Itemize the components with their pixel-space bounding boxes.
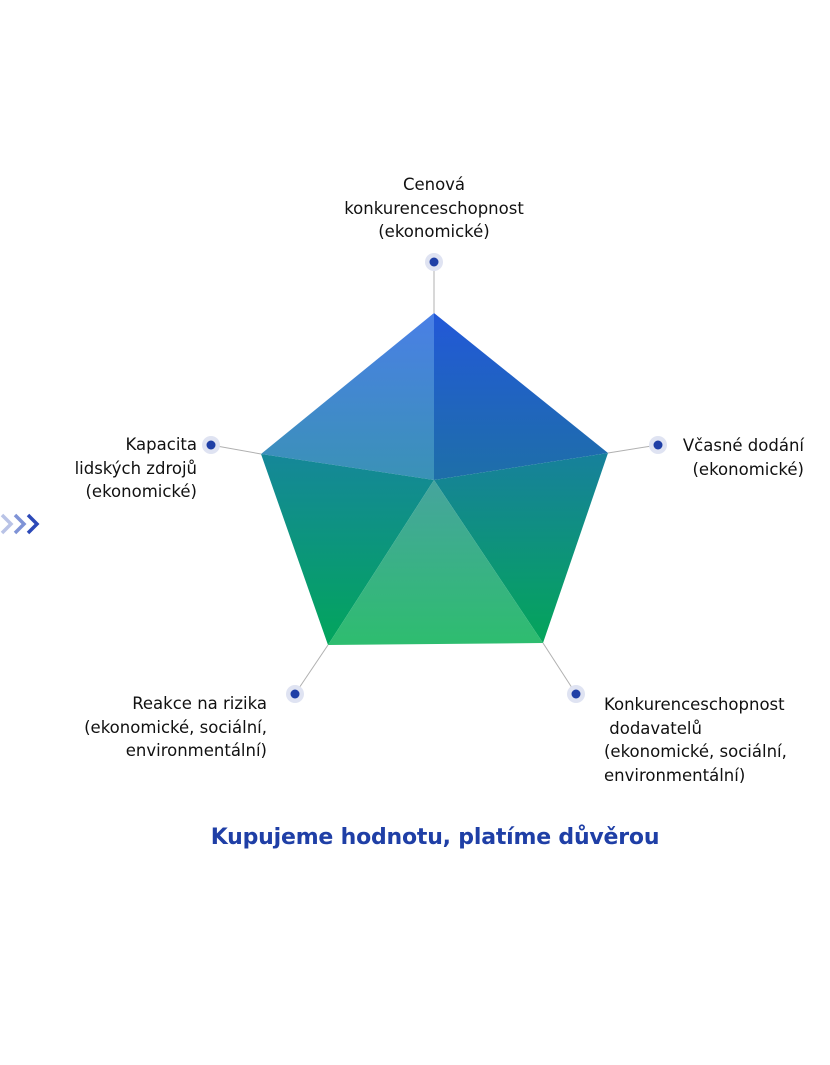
label-line: environmentální): [125, 741, 267, 760]
caption: Kupujeme hodnotu, platíme důvěrou: [210, 825, 660, 850]
segment-top-right: [434, 313, 608, 480]
label-line: (ekonomické): [85, 482, 198, 501]
marker-right-dot-icon: [649, 436, 667, 454]
label-line: Cenová: [402, 175, 466, 194]
label-line: Kapacita: [125, 435, 197, 454]
label-line: dodavatelů: [604, 718, 702, 738]
label-line: (ekonomické, sociální,: [604, 742, 787, 761]
label-line: (ekonomické): [692, 459, 805, 479]
connector-bottom-left: [294, 644, 329, 695]
label-supplier-competitiveness: Konkurenceschopnost dodavatelů (ekonomic…: [604, 693, 787, 787]
marker-top-dot-icon: [425, 253, 443, 271]
marker-left-dot-icon: [202, 436, 220, 454]
label-line: environmentální): [604, 765, 746, 785]
connector-bottom-right: [542, 642, 577, 695]
label-line: Reakce na rizika: [132, 694, 267, 713]
triple-chevron-right-icon: [0, 513, 40, 535]
label-line: lidských zdrojů: [74, 458, 197, 478]
pentagon: [261, 313, 608, 645]
label-human-resources-capacity: Kapacita lidských zdrojů (ekonomické): [50, 433, 197, 504]
label-line: Konkurenceschopnost: [604, 695, 785, 714]
segment-right: [434, 453, 608, 643]
label-risk-response: Reakce na rizika (ekonomické, sociální, …: [60, 692, 267, 763]
marker-bottom-right-dot-icon: [567, 685, 585, 703]
label-price-competitiveness: Cenová konkurenceschopnost (ekonomické): [332, 173, 536, 244]
label-line: (ekonomické): [378, 222, 490, 241]
label-line: Včasné dodání: [682, 436, 804, 455]
label-line: (ekonomické, sociální,: [84, 717, 267, 737]
marker-bottom-left-dot-icon: [286, 685, 304, 703]
segment-left: [261, 454, 434, 645]
label-line: konkurenceschopnost: [344, 198, 524, 218]
label-timely-delivery: Včasné dodání (ekonomické): [672, 434, 804, 481]
segment-bottom: [328, 480, 543, 645]
markers: [202, 253, 667, 703]
segment-top-left: [261, 313, 434, 480]
